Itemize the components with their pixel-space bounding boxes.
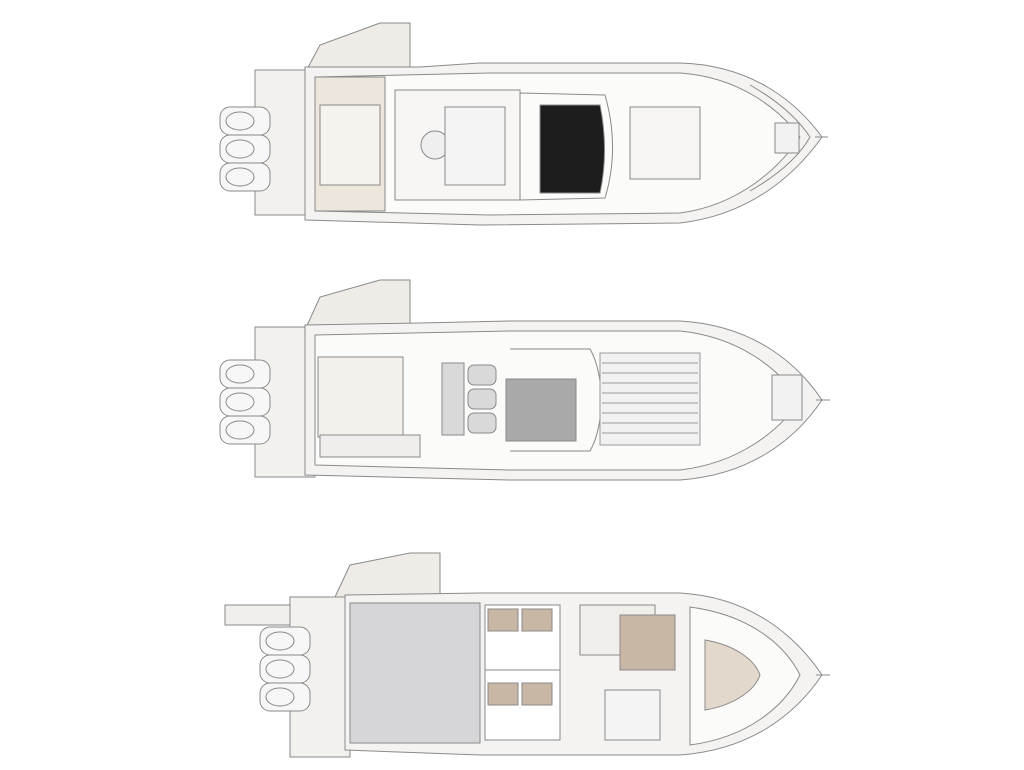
saloon-sofa	[619, 614, 676, 671]
upper-deck-plan-drawing	[219, 22, 828, 226]
engine-room	[349, 602, 481, 744]
windscreen	[519, 92, 613, 201]
bathroom	[604, 689, 661, 741]
foredeck-sunpad	[599, 352, 701, 446]
bow-berth	[704, 639, 761, 711]
fold-out-balcony	[304, 22, 411, 74]
foredeck-sunpad	[629, 106, 701, 180]
cockpit-table	[444, 106, 506, 186]
upper-deck-plan	[210, 15, 850, 240]
helm-console	[505, 378, 577, 442]
outboard-engines	[259, 626, 311, 712]
bow-locker	[771, 374, 803, 421]
fold-out-balcony	[304, 279, 411, 331]
lower-deck-plan-drawing	[224, 552, 830, 758]
aft-sunbed	[319, 104, 381, 186]
outboard-engines	[219, 359, 271, 445]
bow-outline	[749, 84, 811, 192]
fold-out-balcony	[334, 552, 441, 598]
outboard-engines	[219, 106, 271, 192]
berths	[487, 608, 553, 706]
main-deck-plan	[210, 275, 850, 500]
sunroof-panel	[539, 104, 605, 194]
lower-deck-plan	[210, 545, 850, 770]
anchor-locker	[774, 122, 800, 154]
gangway	[224, 604, 296, 626]
aft-lounge	[317, 356, 404, 438]
helm-seats	[441, 362, 497, 436]
wet-bar	[319, 434, 421, 458]
main-deck-plan-drawing	[219, 279, 830, 481]
